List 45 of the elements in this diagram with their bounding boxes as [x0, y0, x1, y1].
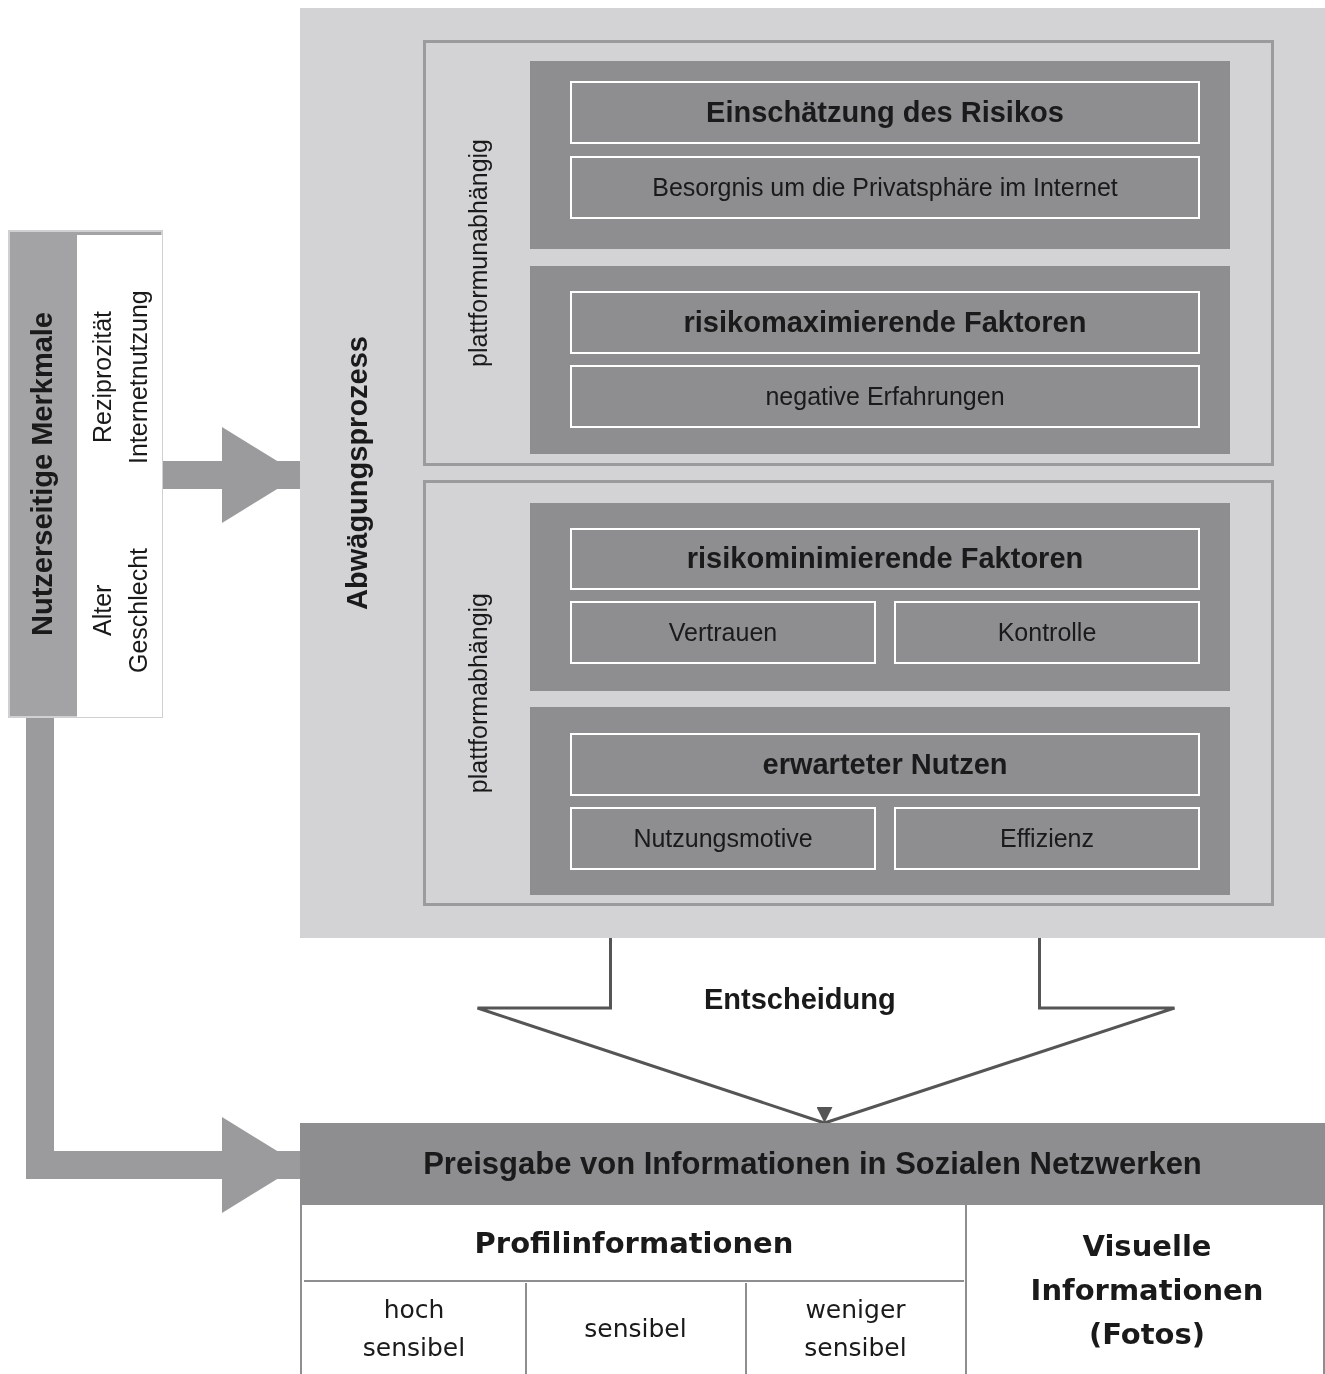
- table-heading-band: Preisgabe von Informationen in Sozialen Netzwerken: [302, 1123, 1323, 1205]
- factor-item: [570, 807, 876, 870]
- arrow: [26, 718, 300, 1213]
- group-label: plattformunabhängig: [462, 139, 493, 367]
- factor-item: [894, 601, 1200, 664]
- decision-arrow: [476, 936, 1176, 1125]
- factor-item: [570, 365, 1200, 428]
- cell-text: weniger sensibel: [803, 1293, 908, 1364]
- heading-text: Einschätzung des Risikos: [706, 94, 1064, 130]
- factor-box: [530, 266, 1230, 454]
- feature-panel: [8, 230, 163, 718]
- disclosure-table: [300, 1123, 1325, 1374]
- feature-text: Alter Geschlecht: [86, 546, 153, 675]
- cell-text: sensibel: [584, 1312, 687, 1345]
- item-text: Besorgnis um die Privatsphäre im Internet: [652, 171, 1118, 203]
- arrow: [163, 427, 300, 523]
- item-text: Effizienz: [1000, 822, 1094, 854]
- process-panel: [300, 8, 1325, 938]
- heading-text: erwarteter Nutzen: [762, 746, 1008, 782]
- column-heading: Visuelle Informationen (Fotos): [1029, 1227, 1265, 1353]
- factor-heading: [570, 733, 1200, 796]
- factor-item: [570, 601, 876, 664]
- feature-text: Reziprozität Internetnutzung: [86, 289, 153, 466]
- factor-box: [530, 61, 1230, 249]
- heading-text: risikomaximierende Faktoren: [683, 304, 1087, 340]
- factor-heading: [570, 81, 1200, 144]
- cell-text: hoch sensibel: [361, 1293, 467, 1364]
- heading-text: risikominimierende Faktoren: [686, 541, 1084, 577]
- factor-box: [530, 707, 1230, 895]
- column-heading: Profilinformationen: [474, 1224, 794, 1262]
- factor-item: [894, 807, 1200, 870]
- panel-title: Nutzerseitige Merkmale: [24, 312, 59, 636]
- factor-heading: [570, 291, 1200, 354]
- group-frame: [423, 40, 1274, 466]
- group-frame: [423, 480, 1274, 906]
- factor-item: [570, 156, 1200, 219]
- factor-box: [530, 503, 1230, 691]
- item-text: Kontrolle: [997, 616, 1097, 648]
- item-text: Nutzungsmotive: [633, 822, 813, 854]
- feature-box: [77, 235, 162, 717]
- item-text: Vertrauen: [668, 616, 778, 648]
- panel-title: Abwägungsprozess: [339, 336, 374, 610]
- group-label: plattformabhängig: [462, 592, 493, 794]
- item-text: negative Erfahrungen: [765, 380, 1005, 412]
- factor-heading: [570, 528, 1200, 590]
